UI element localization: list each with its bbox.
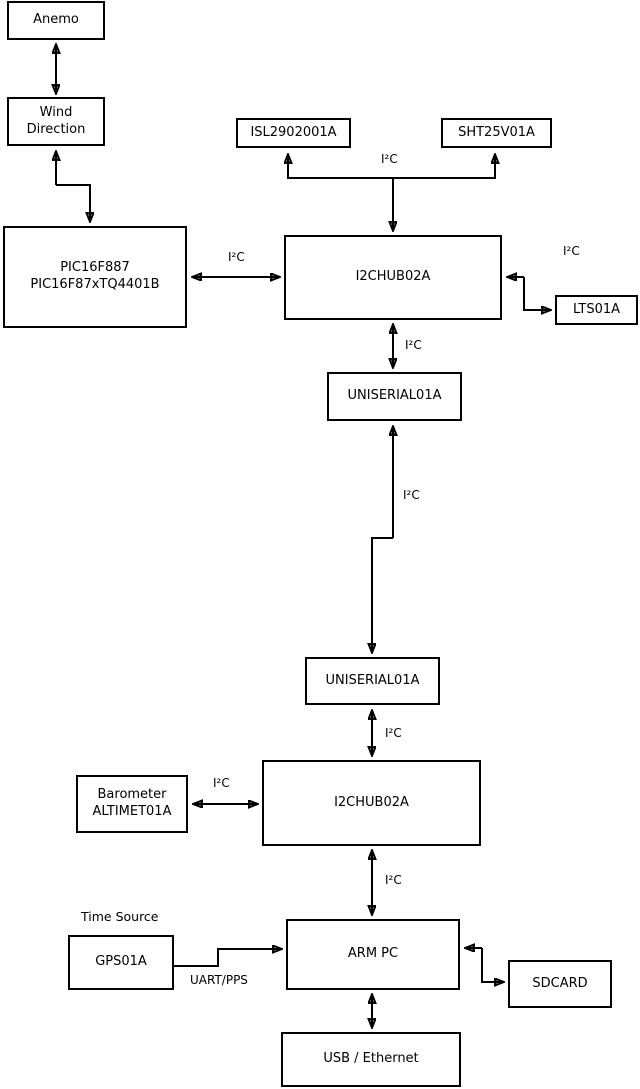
edge-gps-arm [174, 949, 281, 967]
label-time-source: Time Source [81, 909, 159, 924]
node-usb-ethernet[interactable]: USB / Ethernet [281, 1032, 461, 1087]
node-lts01a-label: LTS01A [572, 301, 621, 317]
node-pic-mcu[interactable]: PIC16F887 PIC16F87xTQ4401B [3, 226, 187, 328]
node-isl2902001a[interactable]: ISL2902001A [236, 118, 351, 148]
edge-label-hub-to-uniserial-top: I²C [405, 338, 422, 352]
node-i2chub02a-bottom[interactable]: I2CHUB02A [262, 760, 481, 846]
node-arm-pc[interactable]: ARM PC [286, 919, 460, 990]
node-arm-pc-label: ARM PC [347, 946, 399, 962]
node-lts01a[interactable]: LTS01A [555, 295, 638, 325]
node-isl2902001a-label: ISL2902001A [250, 124, 337, 140]
node-uniserial01a-top-label: UNISERIAL01A [347, 388, 442, 404]
edge-label-hub-to-lts: I²C [563, 244, 580, 258]
node-sdcard-label: SDCARD [532, 975, 588, 991]
edge-uniserial-link [372, 427, 393, 652]
node-sht25v01a-label: SHT25V01A [458, 124, 535, 140]
node-wind-direction[interactable]: Wind Direction [7, 97, 105, 146]
node-i2chub02a-top[interactable]: I2CHUB02A [284, 235, 502, 320]
edge-hub-lts [508, 277, 550, 310]
node-i2chub02a-top-label: I2CHUB02A [355, 269, 431, 285]
node-pic-mcu-label: PIC16F887 PIC16F87xTQ4401B [30, 260, 160, 292]
node-gps01a[interactable]: GPS01A [68, 935, 174, 990]
node-anemo[interactable]: Anemo [7, 1, 105, 40]
edge-label-uniserial-link: I²C [403, 488, 420, 502]
edge-arm-sdcard [466, 948, 503, 982]
node-usb-ethernet-label: USB / Ethernet [323, 1051, 419, 1067]
node-uniserial01a-top[interactable]: UNISERIAL01A [327, 372, 462, 421]
edge-label-sensors-bus: I²C [381, 152, 398, 166]
node-sdcard[interactable]: SDCARD [508, 960, 612, 1008]
node-uniserial01a-bottom[interactable]: UNISERIAL01A [305, 657, 440, 705]
edge-label-hub-to-arm: I²C [385, 873, 402, 887]
node-sht25v01a[interactable]: SHT25V01A [441, 118, 552, 148]
node-gps01a-label: GPS01A [95, 954, 147, 970]
edge-label-gps-to-arm: UART/PPS [190, 973, 248, 987]
node-uniserial01a-bottom-label: UNISERIAL01A [325, 672, 420, 688]
node-barometer-altimet01a-label: Barometer ALTIMET01A [92, 787, 172, 819]
node-barometer-altimet01a[interactable]: Barometer ALTIMET01A [76, 775, 188, 833]
node-anemo-label: Anemo [33, 12, 79, 28]
edge-pic-wind [56, 152, 90, 221]
node-wind-direction-label: Wind Direction [26, 104, 86, 137]
node-i2chub02a-bottom-label: I2CHUB02A [334, 794, 409, 810]
edge-label-pic-to-hub: I²C [228, 250, 245, 264]
edge-label-barometer-to-hub: I²C [213, 776, 230, 790]
edge-label-uniserial-bottom-to-hub: I²C [385, 726, 402, 740]
edge-hub-sensors [288, 155, 495, 230]
